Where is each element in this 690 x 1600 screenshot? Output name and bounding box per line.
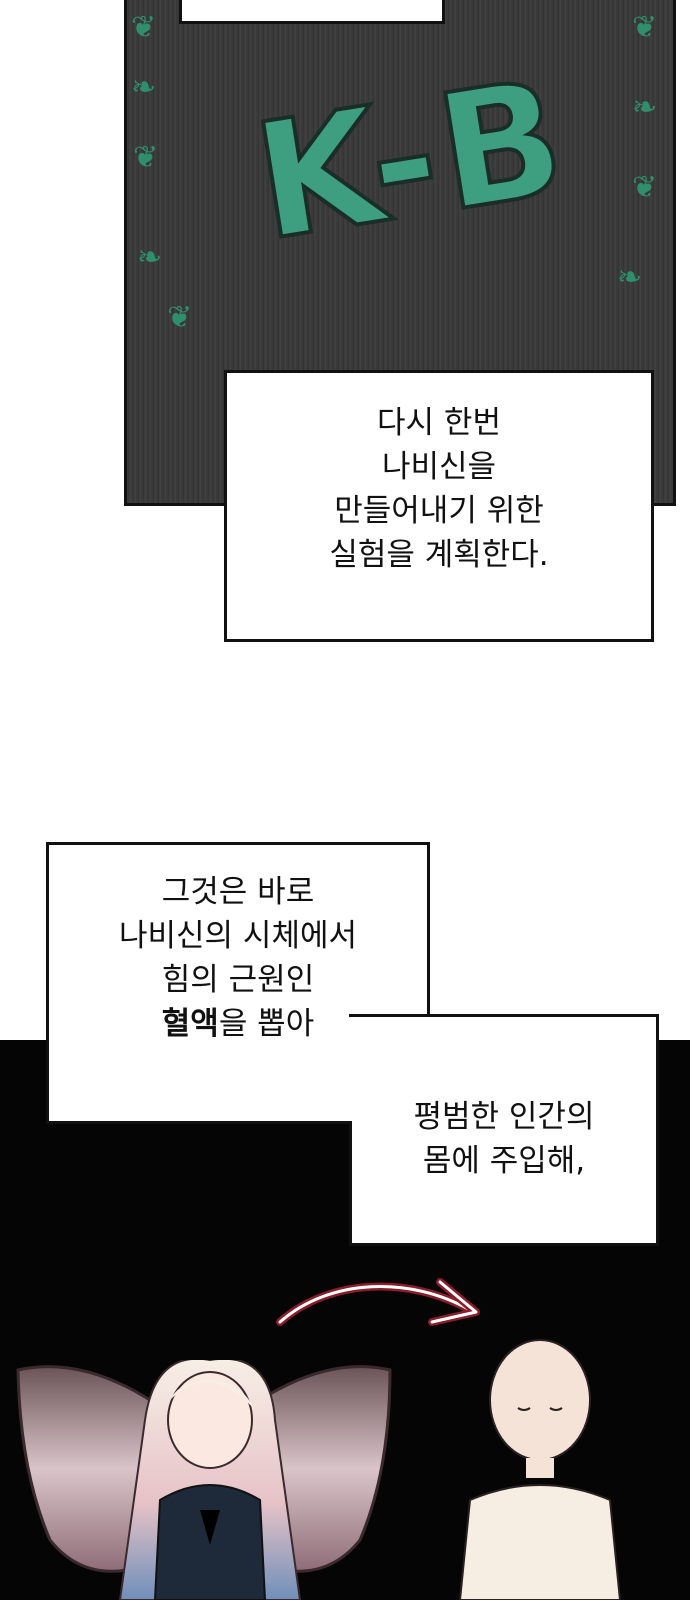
kb-sign-text: K-B bbox=[241, 41, 581, 278]
leaf-decoration-icon: ❧ bbox=[617, 260, 643, 295]
caption-box-1: 다시 한번 나비신을 만들어내기 위한 실험을 계획한다. bbox=[224, 370, 654, 642]
caption-line: 실험을 계획한다. bbox=[329, 537, 549, 573]
caption-box-3: 평범한 인간의 몸에 주입해, bbox=[349, 1014, 659, 1246]
caption-line: 만들어내기 위한 bbox=[334, 493, 544, 529]
caption-line: 평범한 인간의 bbox=[413, 1099, 595, 1135]
leaf-decoration-icon: ❧ bbox=[137, 240, 163, 275]
panel-slip bbox=[179, 0, 445, 24]
leaf-decoration-icon: ❦ bbox=[632, 170, 658, 205]
leaf-decoration-icon: ❦ bbox=[167, 300, 193, 335]
curved-arrow-icon bbox=[276, 1278, 480, 1326]
leaf-decoration-icon: ❦ bbox=[133, 140, 159, 175]
caption-line: 몸에 주입해, bbox=[422, 1143, 586, 1179]
caption-rest: 을 뽑아 bbox=[218, 1006, 315, 1042]
caption-box-2 bbox=[46, 842, 430, 1017]
caption-line: 나비신의 시체에서 bbox=[118, 918, 357, 954]
leaf-decoration-icon: ❧ bbox=[632, 90, 658, 125]
caption-box-2-lower bbox=[46, 1014, 352, 1124]
butterfly-goddess-illustration bbox=[16, 1360, 392, 1600]
caption-join bbox=[349, 1017, 355, 1121]
caption-line: 그것은 바로 bbox=[161, 874, 315, 910]
leaf-decoration-icon: ❦ bbox=[632, 10, 658, 45]
leaf-decoration-icon: ❧ bbox=[131, 70, 157, 105]
caption-bold-word: 혈액 bbox=[161, 1006, 219, 1042]
caption-line: 혈액을 뽑아 bbox=[46, 1002, 430, 1046]
leaf-decoration-icon: ❦ bbox=[131, 10, 157, 45]
caption-line: 힘의 근원인 bbox=[161, 962, 315, 998]
caption-2-text: 그것은 바로 나비신의 시체에서 힘의 근원인 혈액을 뽑아 bbox=[46, 870, 430, 1046]
caption-line: 다시 한번 bbox=[377, 405, 501, 441]
plain-human-illustration bbox=[458, 1339, 622, 1600]
caption-line: 나비신을 bbox=[381, 449, 497, 485]
